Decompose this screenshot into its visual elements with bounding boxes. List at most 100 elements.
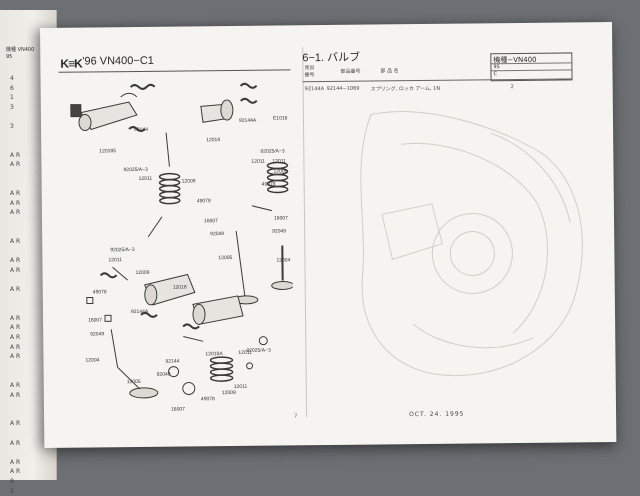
- part-callout: 92025/A−3: [260, 148, 284, 154]
- left-code-item: A R: [10, 314, 40, 324]
- left-code-item: [10, 228, 40, 238]
- row-ref: 92144A: [305, 86, 324, 92]
- left-code-item: A R: [10, 391, 40, 401]
- row-name: スプリング, ロッカ アーム, 1N: [371, 85, 440, 93]
- part-callout: 12018: [173, 284, 187, 290]
- column-divider: [302, 47, 307, 417]
- part-callout: 92025/A−3: [246, 348, 270, 354]
- part-callout: 12004: [276, 257, 290, 263]
- left-code-item: 6: [10, 84, 40, 94]
- left-code-item: A R: [10, 467, 40, 477]
- left-code-item: A R: [10, 160, 40, 170]
- part-callout: 12011: [139, 176, 153, 182]
- part-callout: 12005: [127, 379, 141, 385]
- left-code-item: [10, 275, 40, 285]
- left-code-item: A R: [10, 151, 40, 161]
- left-code-item: A R: [10, 208, 40, 218]
- section-title: 6−1. バルブ: [302, 49, 360, 66]
- col-header-name: 部 品 名: [380, 68, 398, 75]
- row-part-no: 92144−1069: [327, 86, 360, 92]
- part-callout: 12018: [206, 137, 220, 143]
- left-code-item: [10, 170, 40, 180]
- left-code-item: A R: [10, 439, 40, 449]
- part-callout: 92049: [272, 228, 286, 234]
- left-code-item: A R: [10, 343, 40, 353]
- exploded-parts-diagram: [50, 65, 294, 407]
- part-callout: 92144A: [239, 118, 256, 124]
- left-code-item: A R: [10, 419, 40, 429]
- part-callout: 12011: [272, 158, 286, 164]
- left-code-item: A R: [10, 266, 40, 276]
- left-code-item: [10, 295, 40, 305]
- part-callout: 12009: [136, 270, 150, 276]
- part-callout: 49078: [262, 182, 276, 188]
- left-code-item: [10, 247, 40, 257]
- background-engine-illustration: [341, 92, 604, 405]
- part-callout: 12009: [273, 168, 287, 174]
- part-callout: 92144: [165, 359, 179, 365]
- left-code-item: A R: [10, 352, 40, 362]
- model-box-row2: C: [493, 71, 497, 77]
- part-callout: 92025/A−3: [110, 247, 134, 253]
- part-callout: 92049: [90, 331, 104, 337]
- part-callout: 16007: [88, 317, 102, 323]
- part-callout: 49078: [201, 396, 215, 402]
- left-code-item: 1: [10, 93, 40, 103]
- left-code-item: [10, 218, 40, 228]
- part-callout: 16007: [274, 215, 288, 221]
- part-callout: 12009: [222, 390, 236, 396]
- left-code-item: A R: [10, 458, 40, 468]
- part-callout: 12018A: [205, 351, 222, 357]
- part-callout: 120185: [99, 148, 116, 154]
- part-callout: 92144A: [131, 309, 148, 315]
- part-callout: 16007: [204, 218, 218, 224]
- left-code-item: 4: [10, 74, 40, 84]
- left-code-item: [10, 141, 40, 151]
- part-callout: 12011: [251, 159, 265, 165]
- left-code-item: [10, 429, 40, 439]
- left-code-item: A R: [10, 237, 40, 247]
- left-code-item: 8: [10, 477, 40, 487]
- part-callout: 16007: [171, 407, 185, 413]
- model-box-divider: [491, 69, 571, 71]
- col-header-ref: 見出 番号: [304, 65, 314, 79]
- row-qty: 2: [511, 84, 514, 90]
- left-code-item: [10, 132, 40, 142]
- left-code-item: [10, 400, 40, 410]
- left-tab-label: 機種 VN400: [6, 46, 34, 53]
- left-code-item: [10, 371, 40, 381]
- left-code-item: A R: [10, 381, 40, 391]
- left-code-item: [10, 448, 40, 458]
- left-code-item: 2: [10, 487, 40, 496]
- part-callout: 12005: [218, 255, 232, 261]
- model-title: '96 VN400−C1: [82, 55, 154, 68]
- left-code-item: A R: [10, 256, 40, 266]
- left-code-item: A R: [10, 323, 40, 333]
- left-code-item: A R: [10, 285, 40, 295]
- issue-date: OCT. 24. 1995: [409, 411, 464, 419]
- part-callout: 49078: [197, 198, 211, 204]
- left-code-item: [10, 112, 40, 122]
- left-code-item: [10, 304, 40, 314]
- left-code-item: [10, 410, 40, 420]
- left-code-item: 3: [10, 122, 40, 132]
- part-callout: 12011: [108, 257, 122, 263]
- part-callout: 12004: [85, 357, 99, 363]
- left-code-item: 3: [10, 103, 40, 113]
- left-tab-row: 95: [6, 54, 12, 60]
- catalog-page: K≡K '96 VN400−C1 6−1. バルブ 機種−VN400 95 C …: [40, 22, 616, 448]
- part-callout: 92049: [157, 372, 171, 378]
- model-box: 機種−VN400 95 C: [490, 52, 572, 81]
- left-code-item: A R: [10, 189, 40, 199]
- page-number: 7: [294, 413, 297, 419]
- part-callout: 92025/A−3: [123, 167, 147, 173]
- part-callout: E1016: [273, 115, 288, 121]
- part-callout: 49078: [93, 289, 107, 295]
- col-header-part-no: 部品番号: [340, 69, 360, 76]
- part-callout: 12011: [234, 384, 248, 390]
- part-callout: 12009: [182, 178, 196, 184]
- left-code-item: A R: [10, 199, 40, 209]
